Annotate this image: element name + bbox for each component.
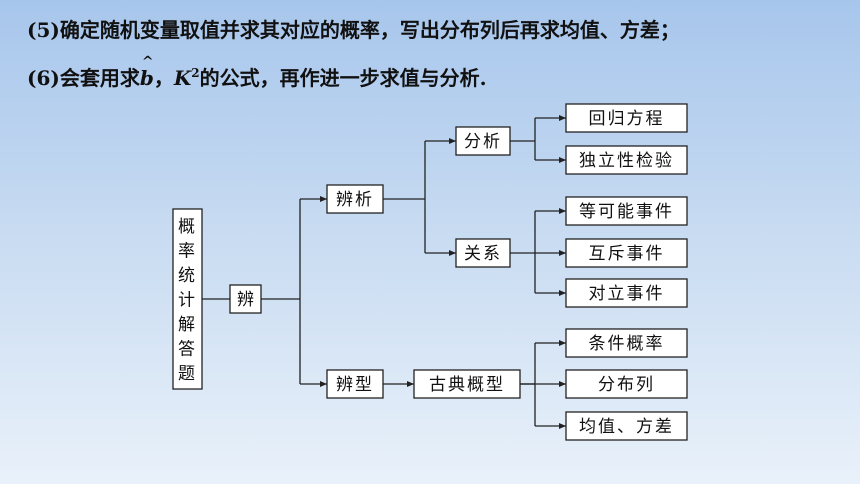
leaf-junzhi: 均值、方差 (565, 411, 688, 441)
leaf-duli: 独立性检验 (565, 145, 688, 175)
root-char: 题 (178, 364, 197, 384)
root-char: 统 (178, 266, 197, 286)
leaf-huchi-label: 互斥事件 (589, 244, 665, 264)
line2-separator: ， (153, 66, 174, 90)
node-bianxi: 辨析 (326, 184, 384, 214)
root-label: 概率统计解答题 (178, 217, 197, 384)
node-bianxing: 辨型 (326, 369, 384, 399)
text-line-2: (6)会套用求^b，K2的公式，再作进一步求值与分析. (27, 54, 487, 91)
root-char: 率 (178, 242, 197, 262)
leaf-tiaojian: 条件概率 (565, 328, 688, 358)
leaf-huigui: 回归方程 (565, 103, 688, 133)
line2-prefix: (6)会套用求 (27, 66, 140, 90)
text-line-1: (5)确定随机变量取值并求其对应的概率，写出分布列后再求均值、方差； (27, 18, 680, 42)
leaf-duili-label: 对立事件 (589, 284, 665, 304)
line2-suffix: 的公式，再作进一步求值与分析. (199, 66, 487, 90)
k-symbol: K (173, 66, 192, 90)
root-char: 概 (178, 217, 197, 237)
leaf-dengke: 等可能事件 (565, 196, 688, 226)
node-bianxing-label: 辨型 (336, 375, 374, 395)
node-bian-label: 辨 (237, 290, 254, 310)
leaf-junzhi-label: 均值、方差 (579, 417, 674, 437)
root-char: 解 (178, 315, 197, 335)
leaf-fenbu: 分布列 (565, 369, 688, 399)
root-char: 答 (178, 340, 197, 360)
leaf-huchi: 互斥事件 (565, 238, 688, 268)
leaf-huigui-label: 回归方程 (589, 109, 665, 129)
node-gudian: 古典概型 (413, 369, 521, 399)
node-bianxi-label: 辨析 (336, 190, 374, 210)
leaf-duli-label: 独立性检验 (579, 151, 674, 171)
k-superscript: 2 (191, 66, 200, 80)
connectors (202, 115, 566, 429)
node-bian: 辨 (229, 284, 262, 314)
root-char: 计 (178, 291, 197, 311)
root-box: 概率统计解答题 (172, 208, 203, 390)
node-gudian-label: 古典概型 (429, 375, 505, 395)
leaf-fenbu-label: 分布列 (598, 375, 655, 395)
node-guanxi-label: 关系 (464, 244, 502, 264)
node-guanxi: 关系 (455, 238, 511, 268)
node-fenxi-label: 分析 (464, 132, 502, 152)
leaf-duili: 对立事件 (565, 278, 688, 308)
b-hat-symbol: ^b (139, 54, 154, 90)
node-fenxi: 分析 (455, 126, 511, 156)
leaf-dengke-label: 等可能事件 (579, 202, 674, 222)
leaf-tiaojian-label: 条件概率 (589, 334, 665, 354)
